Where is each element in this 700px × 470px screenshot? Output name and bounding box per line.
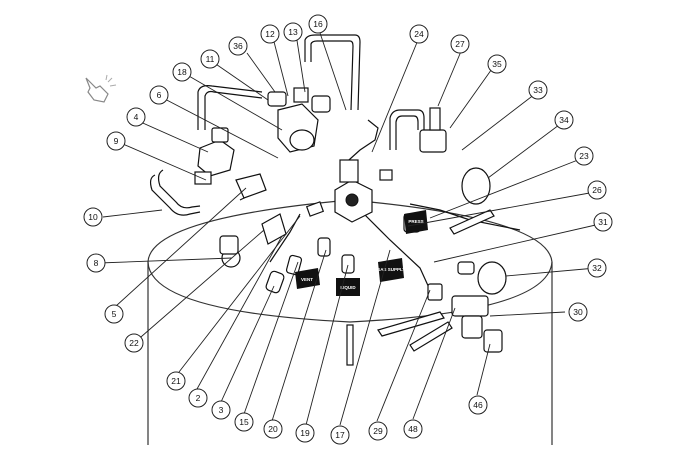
- callout-26: 26: [587, 180, 607, 200]
- svg-text:24: 24: [414, 29, 424, 39]
- svg-text:34: 34: [559, 115, 569, 125]
- callout-35: 35: [487, 54, 507, 74]
- svg-text:32: 32: [592, 263, 602, 273]
- svg-text:13: 13: [288, 27, 298, 37]
- callout-22: 22: [124, 333, 144, 353]
- tank-outline: [147, 199, 553, 445]
- svg-text:20: 20: [268, 424, 278, 434]
- callout-24: 24: [409, 24, 429, 44]
- tag-liquid: LIQUID: [336, 278, 360, 296]
- callout-4: 4: [126, 107, 146, 127]
- svg-text:23: 23: [579, 151, 589, 161]
- callout-17: 17: [330, 425, 350, 445]
- callout-48: 48: [403, 419, 423, 439]
- svg-text:3: 3: [219, 405, 224, 415]
- callout-15: 15: [234, 412, 254, 432]
- central-manifold: [305, 159, 393, 223]
- svg-text:GAS SUPPLY: GAS SUPPLY: [377, 267, 406, 272]
- svg-text:33: 33: [533, 85, 543, 95]
- svg-text:35: 35: [492, 59, 502, 69]
- callout-8: 8: [86, 253, 106, 273]
- svg-text:18: 18: [177, 67, 187, 77]
- callout-23: 23: [574, 146, 594, 166]
- svg-text:27: 27: [455, 39, 465, 49]
- callout-11: 11: [200, 49, 220, 69]
- callout-30: 30: [568, 302, 588, 322]
- right-assembly: [403, 213, 507, 353]
- svg-text:VENT: VENT: [301, 277, 313, 282]
- svg-text:4: 4: [134, 112, 139, 122]
- svg-text:LIQUID: LIQUID: [340, 285, 356, 290]
- callout-6: 6: [149, 85, 169, 105]
- callout-21: 21: [166, 371, 186, 391]
- svg-text:30: 30: [573, 307, 583, 317]
- blade-fittings: [346, 209, 495, 366]
- tag-gas-supply: GAS SUPPLY: [377, 258, 406, 282]
- svg-text:17: 17: [335, 430, 345, 440]
- svg-text:15: 15: [239, 417, 249, 427]
- valve-left: [194, 127, 235, 185]
- callout-19: 19: [295, 423, 315, 443]
- tag-press: PRESS: [404, 210, 428, 234]
- tag-vent: VENT: [295, 268, 320, 289]
- callout-3: 3: [211, 400, 231, 420]
- valve-right-upper: [419, 107, 491, 205]
- svg-text:5: 5: [112, 309, 117, 319]
- callout-13: 13: [283, 22, 303, 42]
- regulator-valve-left: [267, 87, 331, 153]
- svg-text:29: 29: [373, 426, 383, 436]
- callout-36: 36: [228, 36, 248, 56]
- callout-34: 34: [554, 110, 574, 130]
- callout-2: 2: [188, 388, 208, 408]
- svg-text:2: 2: [196, 393, 201, 403]
- svg-text:8: 8: [94, 258, 99, 268]
- callout-33: 33: [528, 80, 548, 100]
- svg-text:12: 12: [265, 29, 275, 39]
- callout-9: 9: [106, 131, 126, 151]
- svg-text:16: 16: [313, 19, 323, 29]
- callout-5: 5: [104, 304, 124, 324]
- callout-46: 46: [468, 395, 488, 415]
- svg-text:19: 19: [300, 428, 310, 438]
- svg-text:6: 6: [157, 90, 162, 100]
- callout-27: 27: [450, 34, 470, 54]
- svg-text:48: 48: [408, 424, 418, 434]
- callout-18: 18: [172, 62, 192, 82]
- callout-12: 12: [260, 24, 280, 44]
- leader-lines: [98, 26, 601, 426]
- svg-text:36: 36: [233, 41, 243, 51]
- svg-text:21: 21: [171, 376, 181, 386]
- callout-20: 20: [263, 419, 283, 439]
- callout-31: 31: [593, 212, 613, 232]
- svg-text:11: 11: [206, 54, 215, 64]
- svg-text:PRESS: PRESS: [408, 219, 423, 224]
- svg-text:26: 26: [592, 185, 602, 195]
- svg-text:22: 22: [129, 338, 139, 348]
- hand-pointer-icon: [85, 74, 117, 103]
- svg-text:9: 9: [114, 136, 119, 146]
- svg-text:10: 10: [88, 212, 98, 222]
- callout-32: 32: [587, 258, 607, 278]
- svg-text:46: 46: [473, 400, 483, 410]
- callout-16: 16: [308, 14, 328, 34]
- callout-29: 29: [368, 421, 388, 441]
- callout-10: 10: [83, 207, 103, 227]
- svg-text:31: 31: [598, 217, 608, 227]
